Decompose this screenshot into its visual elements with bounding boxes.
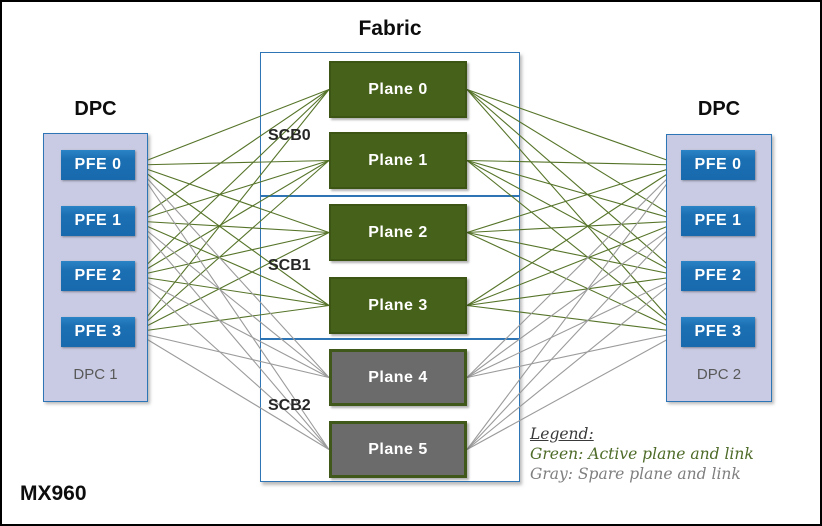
scb0-label: SCB0 xyxy=(268,127,311,144)
dpc1-pfe1-node: PFE 1 xyxy=(61,206,135,236)
plane-4-node: Plane 4 xyxy=(329,349,467,406)
plane-3-label: Plane 3 xyxy=(368,296,428,314)
legend-heading: Legend: xyxy=(530,425,594,443)
dpc2-pfe2-node: PFE 2 xyxy=(681,261,755,291)
plane-2-label: Plane 2 xyxy=(368,223,428,241)
plane-2-node: Plane 2 xyxy=(329,204,467,261)
plane-5-node: Plane 5 xyxy=(329,421,467,478)
dpc1-pfe3-node: PFE 3 xyxy=(61,317,135,347)
plane-0-label: Plane 0 xyxy=(368,80,428,98)
dpc1-title: DPC xyxy=(74,98,117,120)
dpc2-name: DPC 2 xyxy=(696,366,742,383)
plane-3-node: Plane 3 xyxy=(329,277,467,334)
dpc2-title: DPC xyxy=(697,98,741,120)
fabric-title: Fabric xyxy=(358,17,422,40)
legend: Legend: Green: Active plane and link Gra… xyxy=(530,424,754,484)
dpc2-pfe1-node: PFE 1 xyxy=(681,206,755,236)
dpc1-pfe0-node: PFE 0 xyxy=(61,150,135,180)
plane-5-label: Plane 5 xyxy=(368,440,428,458)
plane-4-label: Plane 4 xyxy=(368,368,428,386)
plane-0-node: Plane 0 xyxy=(329,61,467,118)
legend-item-spare: Gray: Spare plane and link xyxy=(530,465,741,483)
device-label: MX960 xyxy=(20,482,87,505)
dpc1-name: DPC 1 xyxy=(73,366,118,383)
scb1-label: SCB1 xyxy=(268,257,311,274)
dpc2-pfe3-node: PFE 3 xyxy=(681,317,755,347)
dpc2-pfe0-node: PFE 0 xyxy=(681,150,755,180)
legend-item-active: Green: Active plane and link xyxy=(530,445,754,463)
dpc1-pfe2-node: PFE 2 xyxy=(61,261,135,291)
plane-1-node: Plane 1 xyxy=(329,132,467,189)
scb2-label: SCB2 xyxy=(268,397,311,414)
plane-1-label: Plane 1 xyxy=(368,151,428,169)
